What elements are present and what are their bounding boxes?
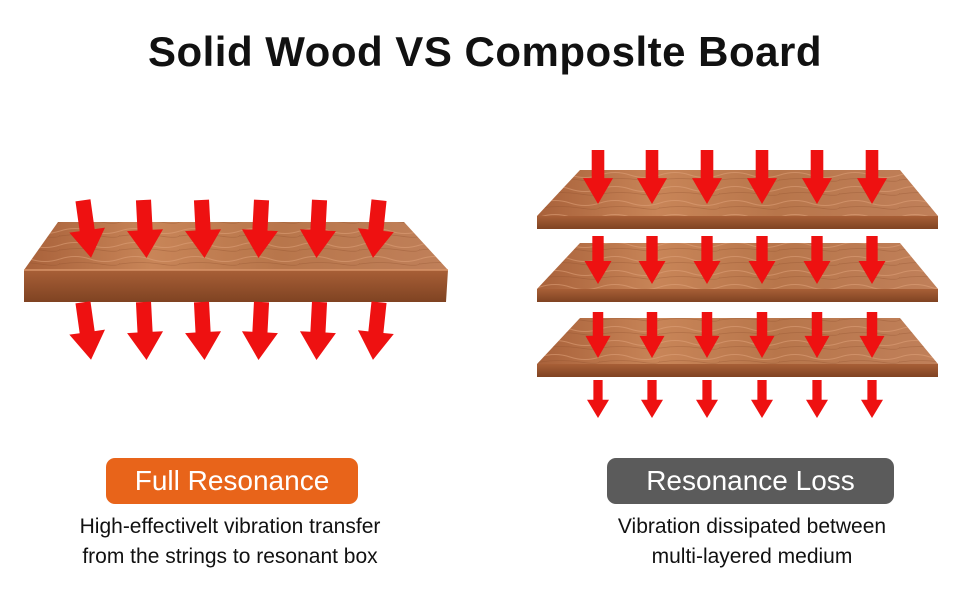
resonance-loss-description: Vibration dissipated between multi-layer… xyxy=(552,512,952,572)
down-arrow-icon xyxy=(299,301,336,360)
description-line: multi-layered medium xyxy=(651,545,853,568)
composite-board-1 xyxy=(537,170,938,229)
down-arrow-icon xyxy=(69,301,105,360)
down-arrow-icon xyxy=(241,199,278,258)
down-arrow-icon xyxy=(637,150,667,204)
description-line: Vibration dissipated between xyxy=(617,515,887,538)
down-arrow-icon xyxy=(693,236,721,284)
arrow-layer xyxy=(69,150,887,418)
down-arrow-icon xyxy=(127,301,164,360)
down-arrow-icon xyxy=(747,150,777,204)
down-arrow-icon xyxy=(357,199,394,258)
down-arrow-icon xyxy=(861,380,883,418)
down-arrow-icon xyxy=(185,301,222,360)
down-arrow-icon xyxy=(127,199,164,258)
composite-board-3 xyxy=(537,318,938,377)
down-arrow-icon xyxy=(749,312,775,358)
down-arrow-icon xyxy=(584,236,612,284)
down-arrow-icon xyxy=(692,150,722,204)
down-arrow-icon xyxy=(803,236,831,284)
description-line: High-effectivelt vibration transfer xyxy=(79,515,381,538)
full-resonance-badge: Full Resonance xyxy=(106,458,358,504)
full-resonance-description: High-effectivelt vibration transfer from… xyxy=(30,512,430,572)
down-arrow-icon xyxy=(185,199,222,258)
down-arrow-icon xyxy=(587,380,609,418)
down-arrow-icon xyxy=(751,380,773,418)
down-arrow-icon xyxy=(585,312,611,358)
down-arrow-icon xyxy=(858,236,886,284)
down-arrow-icon xyxy=(859,312,885,358)
down-arrow-icon xyxy=(696,380,718,418)
down-arrow-icon xyxy=(241,301,278,360)
down-arrow-icon xyxy=(357,301,394,360)
down-arrow-icon xyxy=(69,199,105,258)
down-arrow-icon xyxy=(748,236,776,284)
down-arrow-icon xyxy=(694,312,720,358)
down-arrow-icon xyxy=(639,312,665,358)
resonance-loss-badge: Resonance Loss xyxy=(607,458,894,504)
down-arrow-icon xyxy=(641,380,663,418)
composite-board-2 xyxy=(537,243,938,302)
down-arrow-icon xyxy=(583,150,613,204)
page-title: Solid Wood VS Composlte Board xyxy=(147,28,823,75)
down-arrow-icon xyxy=(638,236,666,284)
down-arrow-icon xyxy=(804,312,830,358)
description-line: from the strings to resonant box xyxy=(82,545,378,568)
down-arrow-icon xyxy=(299,199,336,258)
down-arrow-icon xyxy=(857,150,887,204)
down-arrow-icon xyxy=(802,150,832,204)
down-arrow-icon xyxy=(806,380,828,418)
